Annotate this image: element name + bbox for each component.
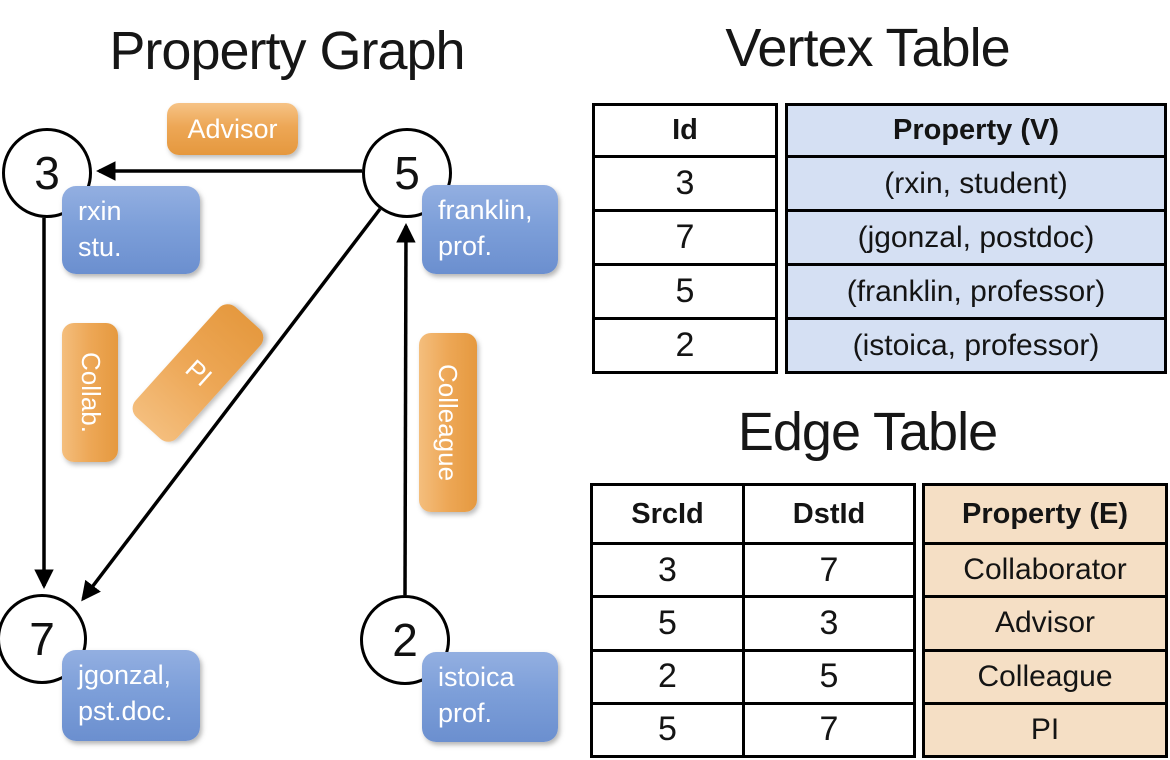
vertex-property-line: prof. bbox=[438, 230, 493, 261]
node-3-id: 3 bbox=[34, 147, 60, 199]
edge-table-dstid-cell: 5 bbox=[745, 648, 913, 702]
vertex-table-title: Vertex Table bbox=[725, 18, 1010, 78]
node-2-id: 2 bbox=[392, 614, 418, 666]
vertex-property-box-rxin: rxin stu. bbox=[62, 186, 200, 274]
edge-table-property-cell: PI bbox=[925, 701, 1165, 755]
vertex-property-box-istoica: istoica prof. bbox=[422, 652, 558, 742]
edge-table-dstid-header: DstId bbox=[792, 497, 866, 530]
edge-label-collab: Collab. bbox=[62, 323, 118, 462]
vertex-table-property-cell: (jgonzal, postdoc) bbox=[788, 209, 1164, 263]
edge-table-dstid-cell: 3 bbox=[745, 595, 913, 648]
edge-table-title: Edge Table bbox=[737, 402, 998, 462]
edge-table-srcid-cell: 2 bbox=[593, 648, 742, 702]
edge-table-property-cell: Colleague bbox=[925, 648, 1165, 702]
edge-label-colleague-text: Colleague bbox=[433, 363, 464, 482]
edge-label-advisor-text: Advisor bbox=[187, 113, 278, 144]
vertex-property-line: jgonzal, bbox=[78, 660, 172, 690]
vertex-property-box-franklin: franklin, prof. bbox=[422, 185, 558, 274]
edge-table-srcid-header: SrcId bbox=[631, 497, 704, 530]
edge-table-property-cell: Collaborator bbox=[925, 542, 1165, 595]
vertex-table-id-cell: 5 bbox=[595, 263, 775, 317]
edge-label-colleague: Colleague bbox=[419, 333, 477, 512]
vertex-table-id-column: Id 3 7 5 2 bbox=[592, 103, 778, 374]
edge-table-property-header: Property (E) bbox=[962, 497, 1128, 530]
vertex-table-property-cell: (rxin, student) bbox=[788, 155, 1164, 209]
edge-table-id-columns: SrcId 3 5 2 5 DstId 7 3 5 7 bbox=[590, 483, 916, 758]
edge-table-srcid-cell: 5 bbox=[593, 701, 742, 755]
vertex-property-line: prof. bbox=[438, 697, 493, 728]
property-graph-title: Property Graph bbox=[109, 21, 465, 81]
node-7-id: 7 bbox=[29, 613, 55, 665]
node-5-id: 5 bbox=[394, 147, 420, 199]
edge-label-advisor: Advisor bbox=[167, 103, 298, 155]
edge-table-dstid-cell: 7 bbox=[745, 542, 913, 595]
edge-colleague-arrow-2-to-5 bbox=[396, 223, 416, 596]
vertex-table-property-header: Property (V) bbox=[893, 114, 1059, 146]
vertex-property-line: istoica bbox=[438, 662, 515, 692]
vertex-property-line: franklin, bbox=[438, 195, 533, 225]
vertex-property-line: rxin bbox=[78, 196, 122, 226]
edge-table-srcid-cell: 3 bbox=[593, 542, 742, 595]
vertex-table-property-cell: (istoica, professor) bbox=[788, 317, 1164, 371]
graph-node-5: 5 bbox=[362, 128, 452, 218]
edge-label-collab-text: Collab. bbox=[75, 352, 106, 433]
vertex-property-line: pst.doc. bbox=[78, 695, 173, 726]
edge-pi-arrow-5-to-7 bbox=[81, 207, 382, 602]
graph-edges-layer bbox=[34, 161, 416, 602]
edge-table-property-column: Property (E) Collaborator Advisor Collea… bbox=[922, 483, 1168, 758]
edge-table-dstid-cell: 7 bbox=[745, 701, 913, 755]
edge-table-dstid-column: DstId 7 3 5 7 bbox=[745, 486, 913, 755]
edge-label-pi-text: PI bbox=[179, 353, 218, 393]
edge-table-property-cell: Advisor bbox=[925, 595, 1165, 648]
vertex-table-id-cell: 2 bbox=[595, 317, 775, 371]
vertex-table-id-cell: 3 bbox=[595, 155, 775, 209]
vertex-table-property-cell: (franklin, professor) bbox=[788, 263, 1164, 317]
vertex-table-property-column: Property (V) (rxin, student) (jgonzal, p… bbox=[785, 103, 1167, 374]
vertex-table-id-cell: 7 bbox=[595, 209, 775, 263]
vertex-table-id-header: Id bbox=[672, 114, 698, 146]
edge-table-srcid-cell: 5 bbox=[593, 595, 742, 648]
vertex-property-box-jgonzal: jgonzal, pst.doc. bbox=[62, 650, 200, 741]
vertex-property-line: stu. bbox=[78, 231, 122, 262]
edge-table-srcid-column: SrcId 3 5 2 5 bbox=[593, 486, 745, 755]
